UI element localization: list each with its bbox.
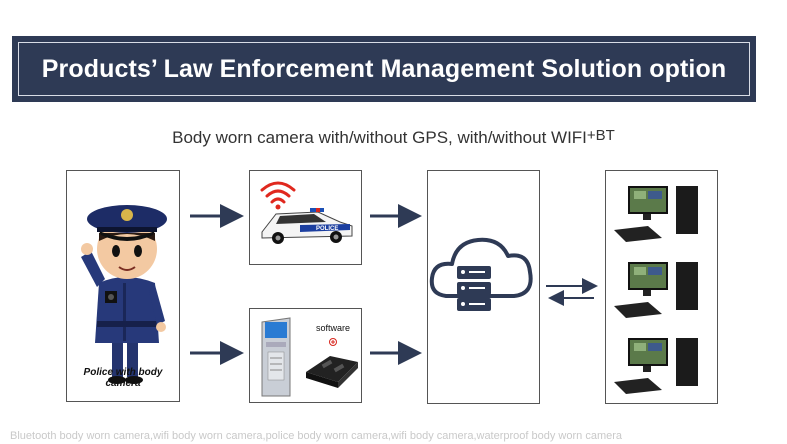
wifi-icon — [260, 181, 296, 210]
police-box: Police with body camera — [66, 170, 180, 402]
docking-station-icon — [306, 356, 358, 388]
computer-icon — [614, 262, 698, 318]
subtitle: Body worn camera with/without GPS, with/… — [0, 127, 787, 148]
cloud-server-icon — [429, 237, 533, 311]
kiosk-icon — [261, 317, 291, 397]
software-label: software — [316, 323, 351, 333]
footer-watermark-text: Bluetooth body worn camera,wifi body wor… — [10, 430, 623, 442]
title-banner: Products’ Law Enforcement Management Sol… — [12, 36, 756, 102]
subtitle-text: Body worn camera with/without GPS, with/… — [172, 128, 587, 147]
police-car-door-text: POLICE — [316, 226, 338, 232]
add-icon — [329, 338, 337, 346]
computer-icon — [614, 186, 698, 242]
bidirectional-arrow-icon — [546, 278, 598, 306]
computer-icon — [614, 338, 698, 394]
title-banner-border: Products’ Law Enforcement Management Sol… — [18, 42, 750, 96]
subtitle-plus: + — [586, 127, 596, 144]
police-officer-icon — [81, 205, 167, 384]
police-caption: Police with body camera — [83, 367, 163, 389]
police-car-icon: POLICE — [261, 208, 353, 244]
subtitle-bt: BT — [595, 127, 615, 144]
page-title: Products’ Law Enforcement Management Sol… — [41, 54, 727, 83]
